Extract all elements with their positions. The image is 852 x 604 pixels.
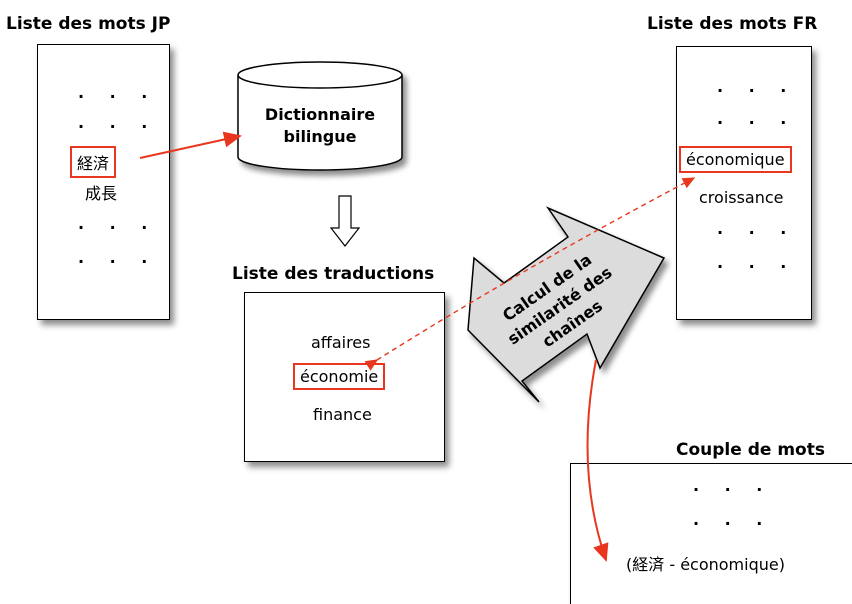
fr-list-box: · · · · · · économique croissance · · · … xyxy=(676,46,812,320)
fr-list-title: Liste des mots FR xyxy=(647,14,818,34)
translations-box: affaires économie finance xyxy=(244,292,445,462)
dictionary-label: Dictionnaire bilingue xyxy=(250,104,390,148)
couple-box: · · · · · · (経済 - économique) xyxy=(570,463,852,604)
jp-word: 成長 xyxy=(85,184,118,203)
ellipsis-dots: · · · xyxy=(78,117,158,136)
jp-list-title: Liste des mots JP xyxy=(6,14,171,34)
fr-selected-word: économique xyxy=(679,146,792,173)
translations-title: Liste des traductions xyxy=(232,264,435,284)
couple-result: (経済 - économique) xyxy=(626,555,785,574)
ellipsis-dots: · · · xyxy=(693,514,773,533)
ellipsis-dots: · · · xyxy=(717,81,797,100)
fr-word: croissance xyxy=(699,188,784,207)
ellipsis-dots: · · · xyxy=(78,252,158,271)
dictionary-label-line2: bilingue xyxy=(283,127,357,146)
ellipsis-dots: · · · xyxy=(78,218,158,237)
couple-title: Couple de mots xyxy=(676,440,825,460)
jp-selected-word: 経済 xyxy=(70,146,117,178)
translation-item-selected: économie xyxy=(293,363,386,390)
ellipsis-dots: · · · xyxy=(717,223,797,242)
translation-item: finance xyxy=(313,405,372,424)
ellipsis-dots: · · · xyxy=(717,113,797,132)
translation-item: affaires xyxy=(311,333,371,352)
dictionary-label-line1: Dictionnaire xyxy=(264,105,376,124)
ellipsis-dots: · · · xyxy=(693,480,773,499)
dictionary-cylinder xyxy=(237,61,403,171)
ellipsis-dots: · · · xyxy=(78,87,158,106)
ellipsis-dots: · · · xyxy=(717,257,797,276)
down-arrow-icon xyxy=(329,195,361,247)
jp-list-box: · · · · · · 経済 成長 · · · · · · xyxy=(37,44,170,320)
